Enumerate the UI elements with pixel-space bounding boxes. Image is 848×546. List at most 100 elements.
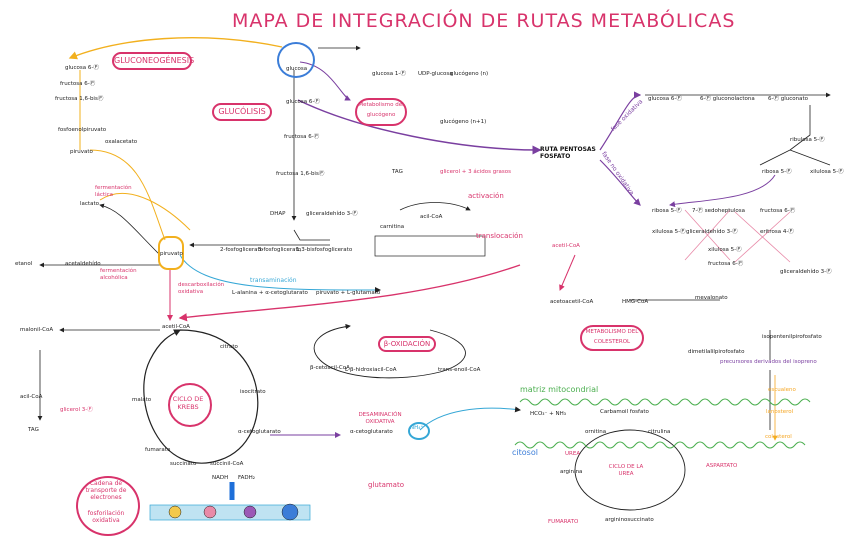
- cholesterol-chain: [630, 299, 771, 430]
- ipp-label: isopentenilpirofosfato: [762, 334, 822, 340]
- glycolysis-lower: [293, 229, 330, 241]
- fructose6p-left: fructosa 6-Ⓟ: [60, 81, 96, 87]
- acetylcoa-center: acetil-CoA: [162, 324, 190, 330]
- cholesterol-label: METABOLISMO DEL COLESTEROL: [580, 325, 644, 351]
- cytosol-wave: [514, 441, 806, 449]
- fructose6p-pentose-1: fructosa 6-Ⓟ: [760, 208, 796, 214]
- etc-membrane: [149, 504, 311, 521]
- pentose-arrow: [297, 99, 542, 155]
- transamination-label: transaminación: [250, 277, 297, 284]
- acetoacetylcoa-label: acetoacetil-CoA: [550, 299, 594, 305]
- glucose6p-pentose: glucosa 6-Ⓟ: [648, 96, 682, 102]
- nonoxidative-arrow: [599, 159, 641, 206]
- akg-label: α-cetoglutarato: [238, 429, 281, 435]
- cytosol-label: citosol: [512, 448, 538, 457]
- erythrose-label: eritrosa 4-Ⓟ: [760, 229, 794, 235]
- gluconolactone-label: 6-Ⓟ gluconolactona: [700, 96, 755, 102]
- malate-label: malato: [132, 397, 152, 403]
- argininosuccinate-label: argininosuccinato: [605, 517, 654, 523]
- squalene-label: escualeno: [768, 387, 796, 393]
- pyruvate-center: piruvato: [160, 251, 183, 257]
- glycerol-fa-label: glicerol + 3 ácidos grasos: [440, 169, 511, 175]
- sedoheptulose-label: 7-Ⓟ sedoheptulosa: [692, 208, 745, 214]
- precursors-label: precursores derivados del isopreno: [720, 359, 817, 365]
- mevalonate-label: mevalonato: [695, 295, 728, 301]
- glucose1p-label: glucosa 1-Ⓟ: [372, 71, 406, 77]
- glucose6p-center: glucosa 6-Ⓟ: [286, 99, 320, 105]
- lactic-label: fermentación láctica: [95, 185, 132, 198]
- xylulose5p-label: xilulosa 5-Ⓟ: [652, 229, 686, 235]
- acylcoa-left: acil-CoA: [20, 394, 43, 400]
- gluconeogenesis-arrow: [68, 37, 283, 60]
- fumarate-label: fumarato: [145, 447, 171, 453]
- activation-arrow: [399, 202, 471, 211]
- ribulose-down: [789, 105, 811, 151]
- acylcoa-label: acil-CoA: [420, 214, 443, 220]
- acetylcoa-to-cholesterol: [559, 254, 576, 291]
- krebs-circle: [168, 383, 212, 427]
- nh4-curve: [419, 406, 521, 431]
- acetaldehyde-label: acetaldehído: [65, 261, 101, 267]
- alcoholic-label: fermentación alcohólica: [100, 268, 137, 281]
- citrulline-label: citrulina: [648, 429, 671, 435]
- aspartate-label: ASPARTATO: [706, 463, 738, 469]
- ribose-loop: [669, 174, 776, 208]
- beta-oxidation-label: β-OXIDACIÓN: [378, 336, 436, 352]
- etc-protein-1: [168, 505, 182, 519]
- glycogen-n1-label: glucógeno (n+1): [440, 119, 487, 125]
- arginine-label: arginina: [560, 469, 583, 475]
- glutamate-deamination: glutamato: [368, 481, 404, 489]
- etc-protein-4: [281, 503, 299, 521]
- ethanol-label: etanol: [15, 261, 33, 267]
- citrate-label: citrato: [220, 344, 238, 350]
- glucose-label: glucosa: [286, 66, 308, 72]
- nh4-circle: [408, 422, 430, 440]
- glutamate-label: piruvato + L-glutamato: [316, 290, 381, 296]
- transketolase-cross: [684, 209, 731, 261]
- oxidative-arrow: [599, 91, 642, 151]
- urea-label: UREA: [565, 451, 581, 457]
- dmapp-label: dimetilalilpirofosfato: [688, 349, 745, 355]
- akg-deamination: α-cetoglutarato: [350, 429, 393, 435]
- glycogen-label: Metabolismo del glucógeno: [355, 98, 407, 126]
- dhap-label: DHAP: [270, 211, 286, 217]
- pg2-label: 2-fosfoglicerato: [220, 247, 264, 253]
- pentose-label: RUTA PENTOSAS FOSFATO: [540, 146, 596, 160]
- g3p-pentose: gliceraldehído 3-Ⓟ: [686, 229, 738, 235]
- hydroxyacyl-label: L-β-hidroxiacil-CoA: [345, 367, 397, 373]
- translocation-label: translocación: [476, 232, 523, 240]
- alanine-label: L-alanina + α-cetoglutarato: [232, 290, 308, 296]
- pep-label: fosfoenolpiruvato: [58, 127, 107, 133]
- glucose6p-left: glucosa 6-Ⓟ: [65, 65, 99, 71]
- hco3-label: HCO₃⁻ + NH₃: [530, 411, 566, 417]
- ribulose-split: [759, 149, 831, 166]
- bpg-label: 1,3-bisfosfoglicerato: [296, 247, 353, 253]
- gluconeogenesis-label: GLUCONEOGÉNESIS: [112, 52, 194, 70]
- oxaloacetate-label: oxalacetato: [105, 139, 138, 145]
- ornithine-label: ornitina: [585, 429, 607, 435]
- inner-membrane: [374, 235, 486, 257]
- pyruvate-left: piruvato: [70, 149, 93, 155]
- acetylcoa-top: acetil-CoA: [552, 243, 580, 249]
- lactate-arrow: [99, 203, 161, 256]
- urea-cycle-ring: [574, 429, 686, 511]
- g3p-label: gliceraldehído 3-Ⓟ: [306, 211, 358, 217]
- deamination-label: DESAMINACIÓN OXIDATIVA: [358, 412, 402, 425]
- oxphos-label: fosforilación oxidativa: [87, 510, 125, 524]
- fructose16bp-center: fructosa 1,6-bisⓅ: [276, 171, 325, 177]
- etc-label: Cadena de transporte de electrones: [85, 480, 127, 501]
- tag-left: TAG: [28, 427, 39, 433]
- krebs-cycle: [143, 329, 259, 464]
- glycogen-n-label: glucógeno (n): [450, 71, 489, 77]
- oxaloacetate-curve: [89, 149, 166, 241]
- lactate-label: lactato: [80, 201, 99, 207]
- lanosterol-label: lanosterol: [766, 409, 794, 415]
- beta-oxidation-loop: [313, 323, 466, 379]
- pyruvate-circle: [158, 236, 184, 270]
- hmgcoa-label: HMG-CoA: [622, 299, 649, 305]
- etc-protein-3: [243, 505, 257, 519]
- fumarate-urea-label: FUMARATO: [548, 519, 579, 525]
- matrix-label: matriz mitocondrial: [520, 385, 599, 394]
